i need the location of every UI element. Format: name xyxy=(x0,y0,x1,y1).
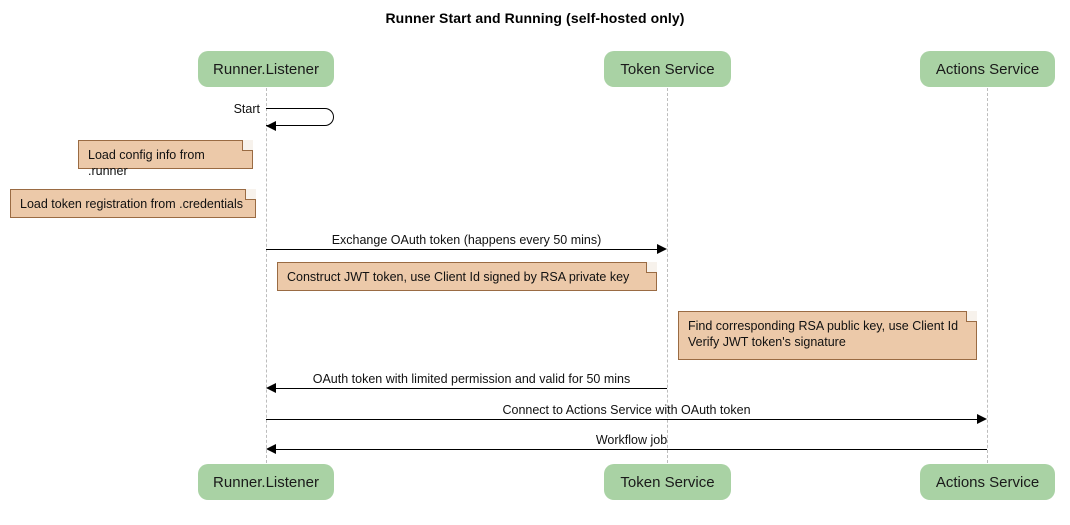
message-arrowhead-workflow-job xyxy=(266,444,276,454)
note-construct-jwt: Construct JWT token, use Client Id signe… xyxy=(277,262,657,291)
message-label-start: Start xyxy=(233,102,260,116)
note-verify-jwt: Find corresponding RSA public key, use C… xyxy=(678,311,977,360)
message-label-oauth-token-reply: OAuth token with limited permission and … xyxy=(312,372,631,386)
participant-runner-top[interactable]: Runner.Listener xyxy=(198,51,334,87)
lifeline-token xyxy=(667,88,668,463)
note-load-config: Load config info from .runner xyxy=(78,140,253,178)
message-start-selfloop xyxy=(266,108,334,126)
note-text: Load config info from .runner xyxy=(88,148,205,178)
message-label-exchange-oauth-token: Exchange OAuth token (happens every 50 m… xyxy=(331,233,602,247)
note-fold-corner-icon xyxy=(242,140,253,151)
note-fold-corner-icon xyxy=(646,262,657,273)
participant-token-top[interactable]: Token Service xyxy=(604,51,731,87)
note-text-line-1: Find corresponding RSA public key, use C… xyxy=(688,319,959,333)
note-text-line-2: Verify JWT token's signature xyxy=(688,335,846,349)
participant-label: Actions Service xyxy=(935,473,1040,491)
note-fold-corner-icon xyxy=(245,189,256,200)
message-arrowhead-connect-actions-service xyxy=(977,414,987,424)
message-line-exchange-oauth-token xyxy=(266,249,657,250)
message-arrowhead-oauth-token-reply xyxy=(266,383,276,393)
participant-token-bottom[interactable]: Token Service xyxy=(604,464,731,500)
participant-actions-top[interactable]: Actions Service xyxy=(920,51,1055,87)
participant-label: Runner.Listener xyxy=(213,60,319,78)
message-line-oauth-token-reply xyxy=(276,388,667,389)
message-start-arrowhead xyxy=(266,121,276,131)
diagram-title: Runner Start and Running (self-hosted on… xyxy=(385,10,685,26)
participant-label: Token Service xyxy=(620,60,715,78)
note-text: Construct JWT token, use Client Id signe… xyxy=(287,270,630,284)
participant-runner-bottom[interactable]: Runner.Listener xyxy=(198,464,334,500)
message-line-workflow-job xyxy=(276,449,987,450)
lifeline-actions xyxy=(987,88,988,463)
message-label-connect-actions-service: Connect to Actions Service with OAuth to… xyxy=(502,403,751,417)
note-fold-corner-icon xyxy=(966,311,977,322)
participant-label: Actions Service xyxy=(935,60,1040,78)
participant-label: Token Service xyxy=(620,473,715,491)
participant-label: Runner.Listener xyxy=(213,473,319,491)
lifeline-runner xyxy=(266,88,267,463)
message-line-connect-actions-service xyxy=(266,419,977,420)
participant-actions-bottom[interactable]: Actions Service xyxy=(920,464,1055,500)
message-label-workflow-job: Workflow job xyxy=(595,433,668,447)
note-load-token-registration: Load token registration from .credential… xyxy=(10,189,256,218)
note-text: Load token registration from .credential… xyxy=(20,197,244,211)
message-arrowhead-exchange-oauth-token xyxy=(657,244,667,254)
